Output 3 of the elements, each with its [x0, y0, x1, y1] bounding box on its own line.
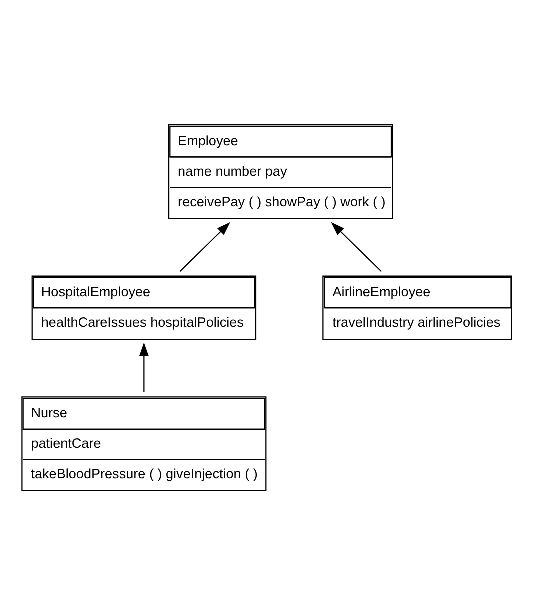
- arrow: [139, 342, 149, 392]
- arrow: [180, 222, 230, 272]
- arrow: [331, 222, 382, 272]
